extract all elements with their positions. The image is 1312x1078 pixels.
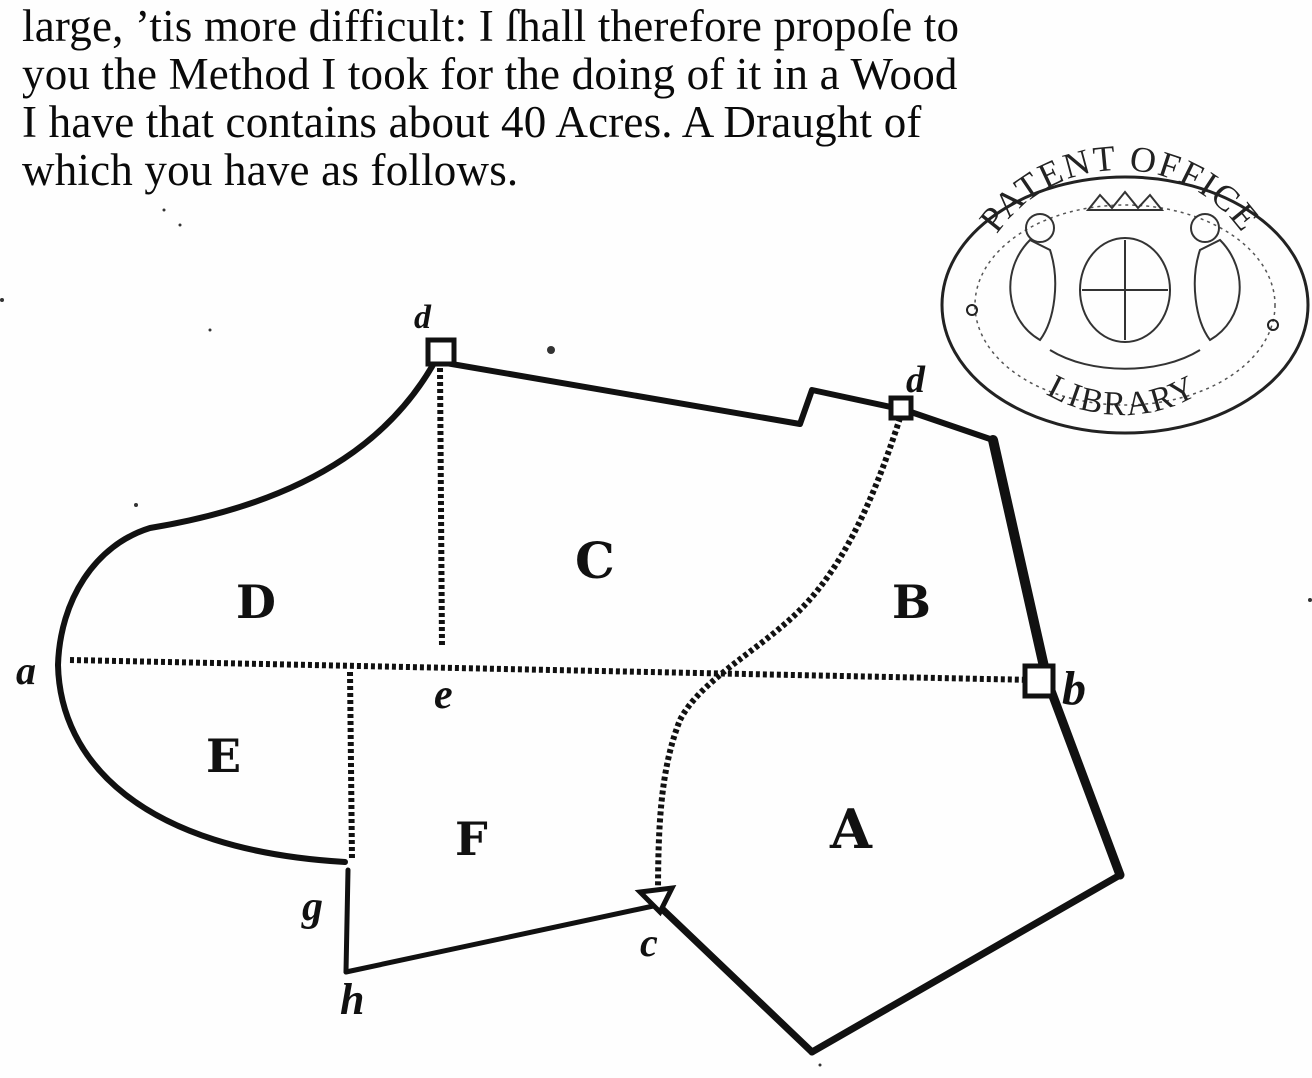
point-label-b: b <box>1062 662 1086 715</box>
region-label-d: D <box>236 575 276 629</box>
boundary-g-to-h <box>343 867 351 975</box>
stamp-bottom-text: LIBRARY <box>1042 368 1201 423</box>
stamp-dot-left <box>966 304 978 316</box>
stamp-top-text: PATENT OFFICE <box>971 138 1266 240</box>
boundary-a-to-g-curve <box>55 662 348 865</box>
patent-office-library-stamp: PATENT OFFICE LIBRARY <box>940 138 1310 435</box>
stamp-inner-ring <box>974 204 1276 406</box>
stamp-outer-ring <box>940 175 1310 435</box>
point-label-h: h <box>340 975 364 1024</box>
boundary-h-to-c <box>343 902 661 975</box>
offset-d-to-e <box>437 367 445 649</box>
station-marker-c <box>634 884 677 917</box>
point-label-c: c <box>640 920 658 965</box>
print-specks <box>0 208 1312 1067</box>
point-labels: a b c d d e g h <box>16 299 1086 1024</box>
passage-line-3: I have that contains about 40 Acres. A D… <box>22 97 922 147</box>
stamp-dot-right <box>1267 319 1279 331</box>
passage-line-4: which you have as follows. <box>22 145 519 195</box>
wood-boundary <box>55 349 1125 1056</box>
region-labels: A B C D E F <box>206 531 931 866</box>
royal-coat-of-arms-icon <box>1009 190 1241 370</box>
station-marker-b <box>1022 663 1056 699</box>
station-marker-d2 <box>888 395 914 421</box>
region-label-c: C <box>575 531 615 590</box>
boundary-ne-corner-to-d <box>902 407 996 443</box>
region-label-f: F <box>455 812 488 866</box>
point-label-g: g <box>301 884 323 930</box>
boundary-b-to-ne-corner <box>988 435 1052 685</box>
point-label-e: e <box>434 672 453 718</box>
region-label-a: A <box>829 797 873 861</box>
passage-line-1: large, ’tis more difficult: I ſhall ther… <box>22 1 960 51</box>
survey-lines <box>69 367 1036 899</box>
baseline-a-to-b <box>69 657 1036 683</box>
division-d2-to-c <box>655 417 903 899</box>
boundary-south-to-east <box>808 871 1124 1056</box>
point-label-a: a <box>16 648 36 693</box>
passage-line-2: you the Method I took for the doing of i… <box>22 49 958 99</box>
station-marker-d <box>425 337 457 367</box>
boundary-c-to-south <box>654 901 816 1056</box>
station-markers <box>425 337 1056 917</box>
offset-g-to-baseline <box>347 671 355 861</box>
svg-text:PATENT OFFICE: PATENT OFFICE <box>971 138 1268 240</box>
point-label-d-right: d <box>906 359 926 401</box>
region-label-e: E <box>206 729 241 783</box>
point-label-d-top: d <box>414 299 432 336</box>
region-label-b: B <box>892 575 931 629</box>
svg-text:LIBRARY: LIBRARY <box>1042 368 1203 423</box>
passage-text: large, ’tis more difficult: I ſhall ther… <box>22 2 1132 194</box>
boundary-east-to-b <box>1042 675 1125 880</box>
boundary-d-to-a-curve <box>55 349 443 668</box>
boundary-north-jog <box>437 359 908 427</box>
